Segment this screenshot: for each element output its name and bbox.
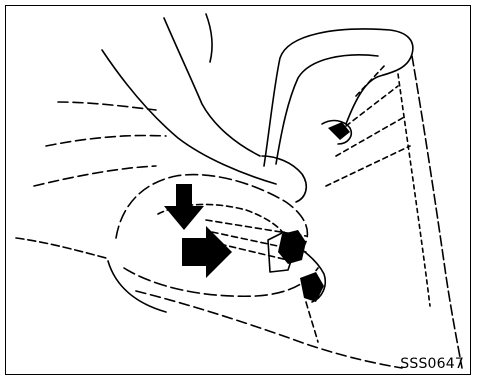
person-hand (262, 156, 306, 202)
seatback-inner (276, 55, 378, 164)
person-shoulder (206, 14, 212, 62)
buckle-strap (306, 302, 318, 342)
seatback-outline (264, 29, 413, 166)
seat-front-edge (108, 261, 166, 312)
seat-left-lines (16, 238, 106, 258)
figure-code: SSS0647 (400, 356, 464, 372)
downward-arrow-icon (164, 184, 204, 230)
child-seat-base (124, 268, 318, 296)
seatback-stitching (398, 74, 430, 306)
latch-dark-region (300, 272, 324, 302)
rightward-arrow-icon (182, 226, 232, 278)
person-arm-lower (102, 50, 276, 184)
child-seat-illustration (6, 6, 472, 376)
figure-frame: SSS0647 (5, 5, 471, 375)
seat-cushion (136, 291, 402, 368)
person-torso-lines (34, 135, 166, 186)
seatback-right-edge (412, 56, 462, 368)
person-torso-left (58, 102, 156, 110)
